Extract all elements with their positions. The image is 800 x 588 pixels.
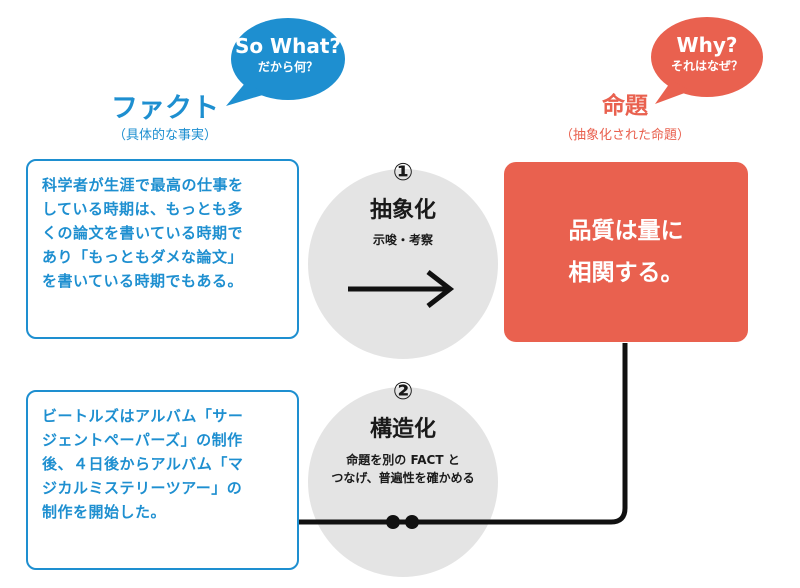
step1-desc: 示唆・考察: [372, 233, 433, 247]
speech-bubble-icon: [226, 18, 345, 106]
step2-desc-line: つなげ、普遍性を確かめる: [331, 471, 475, 485]
proposition-subheading: （抽象化された命題）: [559, 128, 690, 143]
fact-line: 制作を開始した。: [42, 503, 167, 521]
fact-line: ジカルミステリーツアー」の: [42, 479, 243, 497]
fact-heading: ファクト: [111, 93, 219, 124]
step2-desc: 命題を別の FACT と つなげ、普遍性を確かめる: [318, 451, 488, 487]
fact-box-1: 科学者が生涯で最高の仕事を している時期は、もっとも多 くの論文を書いている時期…: [26, 159, 299, 339]
fact-box-2: ビートルズはアルバム「サー ジェントペーパーズ」の制作 後、４日後からアルバム「…: [26, 390, 299, 570]
step1-circle: [308, 169, 498, 359]
proposition-line: 相関する。: [568, 260, 684, 286]
why-bubble: Why? それはなぜ？: [651, 33, 763, 75]
fact-line: している時期は、もっとも多: [42, 200, 244, 218]
speech-bubble-icon: [651, 17, 763, 104]
connector-dots-icon: [386, 515, 419, 529]
fact-line: ビートルズはアルバム「サー: [42, 407, 244, 425]
so-what-bubble: So What? だから何？: [231, 34, 345, 76]
step1-number: ①: [392, 158, 414, 186]
proposition-line: 品質は量に: [568, 218, 684, 244]
step2-title: 構造化: [369, 417, 436, 442]
fact-line: を書いている時期でもある。: [42, 272, 244, 290]
why-title: Why?: [676, 33, 738, 57]
right-arrow-icon: [348, 270, 455, 308]
step2-desc-line: 命題を別の FACT と: [346, 453, 460, 467]
so-what-sub: だから何？: [257, 60, 318, 74]
fact-line: ジェントペーパーズ」の制作: [42, 431, 243, 449]
fact-line: 科学者が生涯で最高の仕事を: [42, 176, 244, 194]
proposition-box: 品質は量に 相関する。: [504, 162, 748, 342]
proposition-heading: 命題: [602, 93, 648, 119]
step1-title: 抽象化: [369, 198, 436, 223]
step2-circle: [308, 387, 498, 577]
step2-number: ②: [392, 377, 414, 405]
why-sub: それはなぜ？: [670, 59, 743, 73]
fact-subheading: （具体的な事実）: [112, 128, 217, 143]
connector-line: [298, 343, 628, 525]
fact-line: くの論文を書いている時期で: [42, 224, 244, 242]
so-what-title: So What?: [234, 34, 342, 58]
fact-line: 後、４日後からアルバム「マ: [42, 455, 244, 473]
fact-line: あり「もっともダメな論文」: [42, 248, 244, 266]
